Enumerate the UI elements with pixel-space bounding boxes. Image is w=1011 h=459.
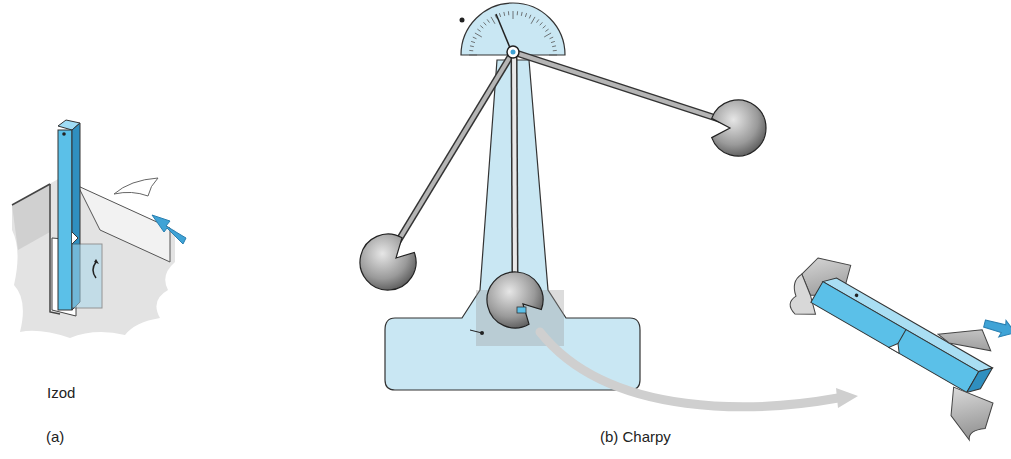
charpy-specimen-small xyxy=(517,307,526,313)
dial-tick xyxy=(491,17,495,24)
dial-tick xyxy=(480,26,483,29)
dial-tick xyxy=(484,22,487,25)
pivot xyxy=(511,50,516,55)
dial-tick xyxy=(553,50,557,51)
dial-tick xyxy=(521,12,523,16)
pivot xyxy=(507,46,519,58)
pendulum-hammer xyxy=(487,272,543,328)
pendulum-arms xyxy=(394,52,722,276)
dial-tick xyxy=(552,45,556,47)
dial-tick xyxy=(470,45,474,47)
dial-tick xyxy=(517,11,518,15)
pendulum-hammer xyxy=(712,100,766,156)
panel-caption: (b) Charpy xyxy=(600,428,671,446)
dial-tick xyxy=(487,19,489,22)
izod-vise xyxy=(12,178,175,338)
dial-tick xyxy=(529,15,531,19)
dial-tick xyxy=(471,41,475,42)
holder-mark xyxy=(470,330,482,333)
impact-direction-arrow xyxy=(152,215,186,244)
zoom-arrow-head xyxy=(836,388,858,408)
zoom-arrow xyxy=(540,332,838,407)
test-name: Izod xyxy=(47,384,75,402)
dial-tick xyxy=(513,11,514,19)
dial-mark xyxy=(460,18,465,23)
panel-letter: (a) xyxy=(46,428,64,446)
dial-tick xyxy=(540,22,543,25)
dial-tick xyxy=(473,37,477,39)
dial-tick xyxy=(477,29,480,31)
izod-specimen xyxy=(58,120,102,310)
dial-tick xyxy=(549,55,557,56)
charpy-detail xyxy=(770,219,1011,444)
dial-tick xyxy=(537,19,539,22)
dial-tick xyxy=(503,12,505,16)
dial-tick xyxy=(469,55,477,56)
dial-tick xyxy=(551,41,555,42)
dial-tick xyxy=(531,17,535,24)
dial-tick xyxy=(544,33,551,37)
dial-tick xyxy=(543,26,546,29)
dial-tick xyxy=(525,13,526,17)
izod-striker xyxy=(114,178,158,196)
dial-tick xyxy=(475,33,482,37)
dial-tick xyxy=(545,29,548,31)
dial-tick xyxy=(469,50,473,51)
pendulum-hammer xyxy=(360,234,416,290)
dial-tick xyxy=(508,11,509,15)
dial-tick xyxy=(499,13,500,17)
dial-tick xyxy=(550,37,554,39)
